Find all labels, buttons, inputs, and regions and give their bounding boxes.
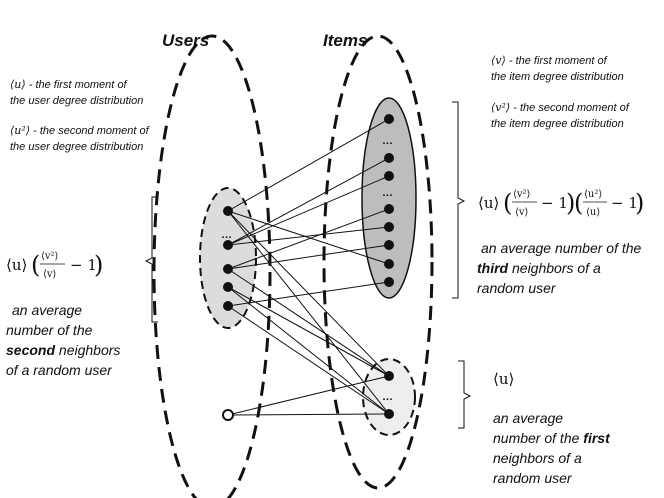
user-node (223, 301, 233, 311)
user-node (223, 282, 233, 292)
edge (227, 210, 390, 415)
item-second-moment-note-line2: the item degree distribution (491, 118, 624, 130)
second-neighbors-description: an average (12, 302, 82, 318)
ellipsis-marker: … (382, 391, 393, 403)
formula-v: ⟨v⟩ (515, 207, 529, 218)
edge (227, 286, 390, 377)
formula-v: ⟨v⟩ (43, 269, 57, 280)
edge (227, 305, 390, 415)
first-neighbors-description-line2: number of the first (493, 430, 611, 446)
formula-u: ⟨u⟩ (478, 194, 499, 212)
user-second-moment-note-line2: the user degree distribution (10, 141, 143, 153)
item-node (384, 240, 394, 250)
item-first-moment-note-line2: the item degree distribution (491, 71, 624, 83)
item-node (384, 114, 394, 124)
ellipsis-marker: … (221, 229, 232, 241)
formula-u2: ⟨u²⟩ (584, 189, 602, 200)
first-neighbors-description-line3: neighbors of a (493, 450, 582, 466)
formula-minus-one: − 1 (541, 194, 568, 212)
ellipsis-marker: … (382, 187, 393, 199)
formula-u: ⟨u⟩ (6, 256, 27, 274)
item-node (384, 153, 394, 163)
second-neighbors-bracket (144, 196, 158, 323)
edge (227, 208, 390, 270)
first-neighbors-description: an average (493, 410, 563, 426)
item-first-moment-note: ⟨v⟩ - the first moment of (491, 54, 608, 67)
formula-paren-close: ) (94, 251, 103, 279)
items-header: Items (323, 31, 367, 50)
second-neighbors-description-line4: of a random user (6, 362, 113, 378)
user-first-moment-note-line2: the user degree distribution (10, 95, 143, 107)
edge (227, 175, 390, 246)
edge (227, 226, 390, 246)
formula-v2: ⟨v²⟩ (513, 189, 531, 200)
formula-minus-one: − 1 (611, 194, 638, 212)
item-node (384, 222, 394, 232)
third-neighbors-description: an average number of the (481, 240, 642, 256)
edge (227, 268, 390, 377)
formula-paren-open: ( (503, 189, 512, 217)
third-neighbors-bracket (452, 101, 466, 299)
edge (227, 157, 390, 246)
user-second-moment-note: ⟨u²⟩ - the second moment of (10, 124, 150, 137)
edge (227, 210, 390, 265)
item-node (384, 171, 394, 181)
edge (227, 413, 390, 416)
second-neighbors-formula: ⟨u⟩ ( ⟨v²⟩ ⟨v⟩ − 1 ) (6, 251, 103, 280)
edge (227, 281, 390, 307)
item-nodes (384, 114, 394, 419)
formula-paren-open: ( (31, 251, 40, 279)
random-user-node (222, 409, 234, 421)
third-neighbors-item-group (361, 97, 417, 299)
user-first-moment-note: ⟨u⟩ - the first moment of (10, 78, 127, 91)
third-neighbors-description-line3: random user (477, 280, 557, 296)
first-neighbors-bracket (458, 360, 472, 429)
users-header: Users (162, 31, 209, 50)
formula-paren-open: ( (574, 189, 583, 217)
item-node (384, 409, 394, 419)
edge (227, 286, 390, 415)
third-neighbors-description-line2: third neighbors of a (477, 260, 601, 276)
third-neighbors-formula: ⟨u⟩ ( ⟨v²⟩ ⟨v⟩ − 1 ) ( ⟨u²⟩ ⟨u⟩ − 1 ) (478, 189, 644, 218)
formula-v2: ⟨v²⟩ (41, 251, 59, 262)
user-nodes (223, 206, 233, 311)
item-node (384, 371, 394, 381)
edges (227, 118, 390, 416)
first-neighbors-description-line4: random user (493, 470, 573, 486)
first-neighbors-item-group (362, 358, 416, 436)
second-neighbors-description-line2: number of the (6, 322, 93, 338)
formula-paren-close: ) (566, 189, 575, 217)
user-node (223, 264, 233, 274)
user-node (223, 240, 233, 250)
item-node (384, 204, 394, 214)
users-set-outline (152, 34, 272, 498)
first-neighbors-formula: ⟨u⟩ (493, 370, 514, 388)
edge (227, 244, 390, 270)
items-set-outline (322, 34, 434, 490)
item-second-moment-note: ⟨v²⟩ - the second moment of (491, 101, 630, 114)
user-node (223, 206, 233, 216)
formula-minus-one: − 1 (70, 256, 97, 274)
item-node (384, 277, 394, 287)
ellipsis-marker: … (382, 135, 393, 147)
second-neighbors-user-group (199, 187, 257, 329)
formula-u: ⟨u⟩ (586, 207, 600, 218)
edge (227, 375, 390, 416)
item-node (384, 259, 394, 269)
second-neighbors-description-line3: second neighbors (6, 342, 120, 358)
formula-paren-close: ) (635, 189, 644, 217)
edge (227, 118, 390, 212)
